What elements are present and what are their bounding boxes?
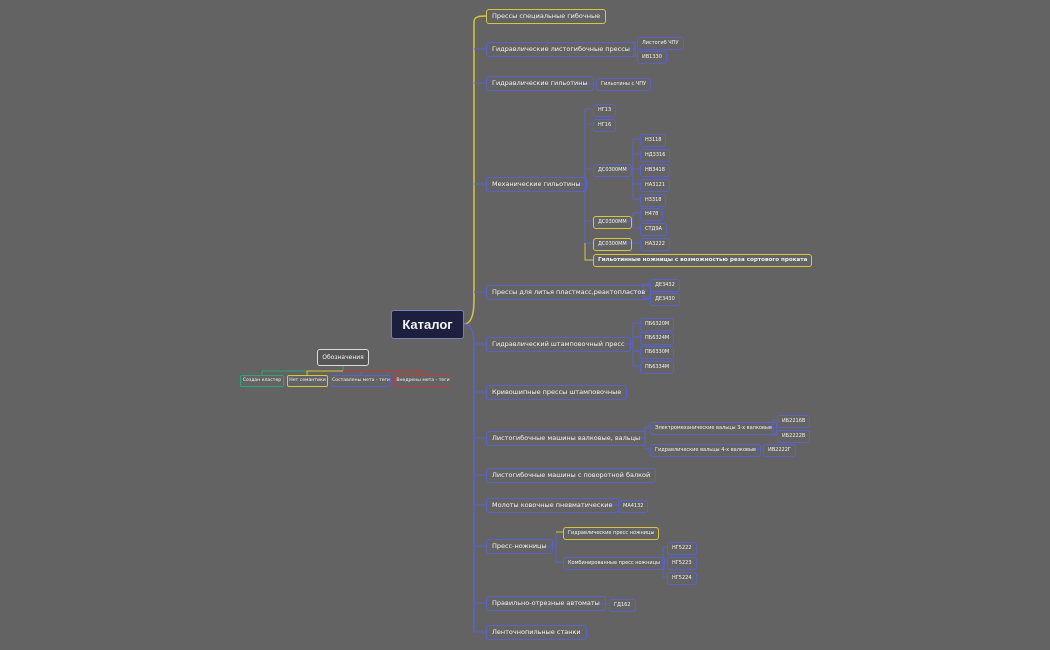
child-node[interactable]: НГ13: [593, 104, 617, 117]
child-node[interactable]: Электромеханические вальцы 3-х валковые: [650, 422, 777, 435]
legend-item-meta-deployed[interactable]: Внедрены мета - теги: [394, 375, 452, 387]
branch-node[interactable]: Гидравлические листогибочные прессы: [486, 42, 636, 57]
branch-node[interactable]: Прессы специальные гибочные: [486, 9, 607, 24]
grandchild-node[interactable]: ИВ2222Г: [763, 444, 796, 457]
grandchild-node[interactable]: СТД9А: [640, 223, 668, 236]
grandchild-node[interactable]: НГ5223: [667, 557, 697, 570]
branch-node[interactable]: Ленточнопильные станки: [486, 625, 587, 640]
connector-line: [770, 419, 777, 436]
branch-node[interactable]: Пресс-ножницы: [486, 539, 553, 554]
child-node[interactable]: ДЕ3432: [650, 279, 680, 292]
connector-line: [630, 41, 637, 57]
grandchild-node[interactable]: НГ5224: [667, 572, 697, 585]
connector-line: [578, 108, 593, 260]
grandchild-node[interactable]: ИБ2216В: [777, 415, 811, 428]
grandchild-node[interactable]: НА3121: [640, 179, 670, 192]
branch-node[interactable]: Механические гильотины: [486, 177, 587, 192]
child-node[interactable]: Комбинированные пресс ножницы: [563, 557, 665, 570]
branch-node[interactable]: Листогибочные машины валковые, вальцы: [486, 431, 647, 446]
connector-line: [627, 212, 640, 229]
child-node[interactable]: ДС0300ММ: [593, 238, 632, 251]
grandchild-node[interactable]: Н3318: [640, 194, 667, 207]
legend-item-meta-composed[interactable]: Составлены мета - теги: [331, 375, 391, 387]
branch-node[interactable]: Кривошипные прессы штамповочные: [486, 385, 628, 400]
child-node[interactable]: Гильотинные ножницы с возможностью реза …: [593, 254, 813, 267]
branch-node[interactable]: Гидравлический штамповочный пресс: [486, 337, 631, 352]
child-node[interactable]: ДЕ3430: [650, 293, 680, 306]
grandchild-node[interactable]: ИБ2222В: [777, 430, 811, 443]
branch-node[interactable]: Правильно-отрезные автоматы: [486, 596, 606, 611]
connector-line: [306, 370, 343, 375]
child-node[interactable]: ГД162: [609, 599, 636, 612]
child-node[interactable]: ДС0300ММ: [593, 164, 632, 177]
legend-title[interactable]: Обозначения: [317, 349, 369, 366]
connector-line: [636, 283, 650, 299]
legend-item-cluster[interactable]: Создан кластер: [240, 375, 284, 387]
child-node[interactable]: ПБ6320М: [640, 318, 675, 331]
child-node[interactable]: Гидравлические вальцы 4-х валковые: [650, 444, 761, 457]
child-node[interactable]: ПБ6324М: [640, 332, 675, 345]
grandchild-node[interactable]: НА3222: [640, 238, 670, 251]
branch-node[interactable]: Молоты ковочные пневматические: [486, 498, 619, 513]
branch-node[interactable]: Гидравлические гильотины: [486, 76, 594, 91]
connector-line: [463, 323, 475, 632]
connector-line: [640, 426, 650, 450]
connector-line: [463, 15, 487, 325]
child-node[interactable]: ПБ6334М: [640, 361, 675, 374]
grandchild-node[interactable]: Н478: [640, 208, 664, 221]
child-node[interactable]: Листогиб ЧПУ: [637, 37, 684, 50]
child-node[interactable]: ДС0300ММ: [593, 216, 632, 229]
connector-line: [625, 323, 634, 366]
grandchild-node[interactable]: НГ5222: [667, 542, 697, 555]
connector-line: [343, 370, 424, 375]
child-node[interactable]: Гильотины с ЧПУ: [596, 78, 652, 91]
branch-node[interactable]: Листогибочные машины с поворотной балкой: [486, 468, 657, 483]
connector-line: [261, 366, 344, 375]
child-node[interactable]: НГ16: [593, 119, 617, 132]
grandchild-node[interactable]: НД3316: [640, 149, 671, 162]
branch-node[interactable]: Прессы для литья пластмасс,реактопластов: [486, 285, 652, 300]
connector-line: [584, 243, 593, 261]
root-node-catalog[interactable]: Каталог: [391, 310, 464, 339]
child-node[interactable]: МА4132: [618, 500, 649, 513]
child-node[interactable]: ПБ6330М: [640, 346, 675, 359]
child-node[interactable]: ИВ1330: [637, 51, 667, 64]
legend-item-no-semantics[interactable]: Нет семантики: [287, 375, 328, 387]
child-node[interactable]: Гидравлические пресс ножницы: [563, 527, 660, 540]
grandchild-node[interactable]: НВ3418: [640, 164, 670, 177]
grandchild-node[interactable]: Н3118: [640, 134, 667, 147]
connector-line: [546, 532, 557, 562]
